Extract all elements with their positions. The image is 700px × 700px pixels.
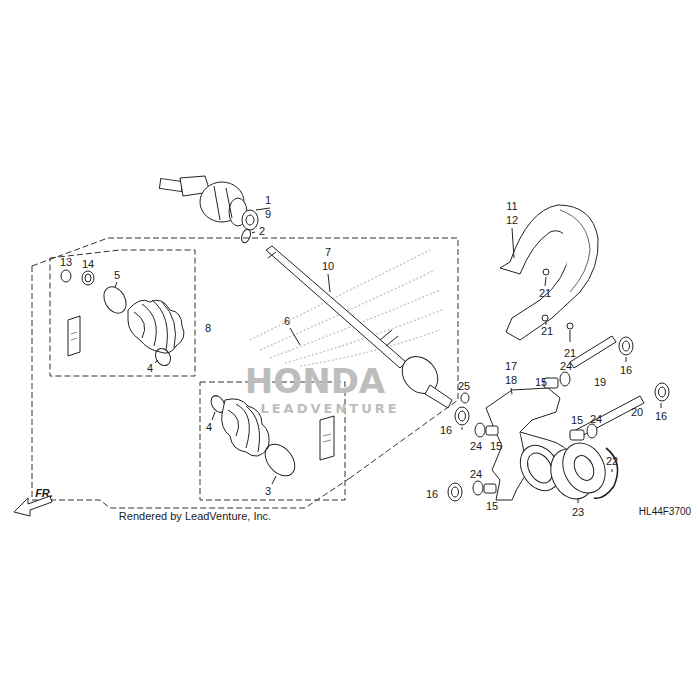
callout-number: 18 [505, 374, 517, 386]
direction-label: FR. [35, 487, 53, 499]
callout-number: 16 [426, 488, 438, 500]
watermark: LEADVENTURE [260, 401, 399, 416]
callout-number: 10 [322, 260, 334, 272]
callout-number: 25 [458, 380, 470, 392]
callout-number: 22 [606, 455, 618, 467]
callout-number: 15 [535, 376, 547, 388]
callout-number: 4 [147, 362, 153, 374]
callout-number: 13 [60, 256, 72, 268]
callout-number: 14 [82, 258, 94, 270]
callout-number: 15 [490, 440, 502, 452]
watermark: HONDA [245, 363, 385, 399]
callout-number: 24 [470, 440, 482, 452]
callout-number: 17 [505, 360, 517, 372]
callout-number: 24 [560, 360, 572, 372]
callout-number: 7 [325, 246, 331, 258]
callout-number: 8 [205, 322, 211, 334]
callout-number: 2 [259, 225, 265, 237]
callout-number: 1 [265, 194, 271, 206]
callout-number: 16 [620, 364, 632, 376]
callout-number: 19 [594, 376, 606, 388]
callout-number: 4 [206, 421, 212, 433]
callout-number: 16 [440, 424, 452, 436]
callout-number: 21 [539, 287, 551, 299]
callout-number: 15 [571, 414, 583, 426]
callout-number: 6 [284, 315, 290, 327]
callout-number: 5 [114, 269, 120, 281]
credit-text: Rendered by LeadVenture, Inc. [119, 510, 271, 523]
callout-number: 9 [265, 208, 271, 220]
callout-number: 11 [506, 200, 517, 212]
callout-number: 24 [590, 413, 602, 425]
callout-number: 16 [655, 410, 667, 422]
callout-number: 15 [486, 500, 498, 512]
callout-number: 24 [470, 468, 482, 480]
diagram-code: HL44F3700 [639, 506, 691, 518]
callout-number: 12 [506, 214, 518, 226]
callout-number: 20 [631, 406, 643, 418]
callout-number: 21 [541, 325, 553, 337]
callout-number: 21 [564, 347, 576, 359]
callout-number: 23 [572, 506, 584, 518]
callout-number: 3 [265, 485, 271, 497]
